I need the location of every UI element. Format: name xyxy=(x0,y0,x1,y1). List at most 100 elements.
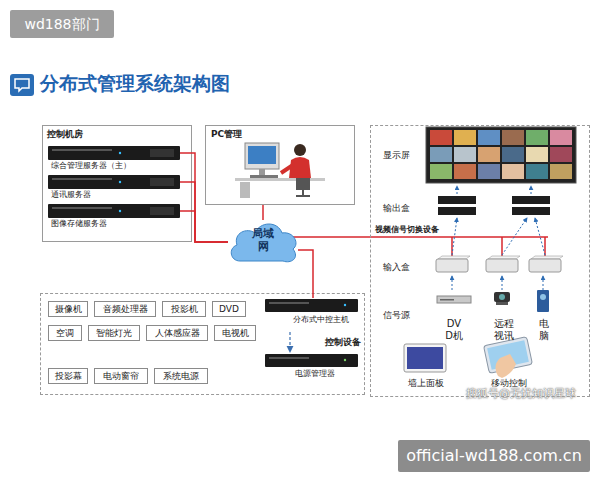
node-label: 投影机 xyxy=(163,302,205,316)
network-connector xyxy=(180,182,228,242)
server-rack xyxy=(52,149,112,151)
mobile-control-icon xyxy=(484,337,533,378)
node-label: 投影幕 xyxy=(49,369,87,383)
signal-source-node: 电 脑 xyxy=(526,288,562,346)
group-box: PC管理 xyxy=(205,125,355,205)
node-label: 人体感应器 xyxy=(147,326,207,340)
display-wall xyxy=(454,164,476,179)
controller-rack xyxy=(265,299,358,312)
signal-arrow xyxy=(531,186,532,194)
node-label: 移动控制 xyxy=(476,378,542,388)
computer-icon xyxy=(537,290,549,312)
pc-operator-illustration xyxy=(240,182,250,198)
pc-operator-illustration xyxy=(296,178,310,190)
title-icon xyxy=(10,74,34,96)
server-rack xyxy=(119,181,121,183)
display-wall xyxy=(478,130,500,145)
video-camera-icon xyxy=(496,302,508,305)
display-wall xyxy=(478,147,500,162)
server-node: 综合管理服务器（主） xyxy=(45,145,180,175)
server-rack xyxy=(119,210,121,212)
diagram-title: 分布式管理系统架构图 xyxy=(40,73,230,95)
node-label: DV D机 xyxy=(443,318,465,341)
node-label: 智能灯光 xyxy=(89,326,139,340)
controller-node: 分布式中控主机 xyxy=(265,298,360,332)
display-wall xyxy=(426,127,576,183)
server-rack xyxy=(150,178,174,186)
signal-arrow xyxy=(457,186,458,194)
controller-rack xyxy=(344,359,346,361)
signal-arrow xyxy=(543,276,544,290)
dvd-player-icon xyxy=(437,296,471,303)
pc-operator-illustration xyxy=(281,165,293,173)
server-rack xyxy=(150,149,174,157)
signal-source-node: 远程 视讯 xyxy=(486,288,522,346)
device-item-box: 音频处理器 xyxy=(94,301,156,317)
display-wall xyxy=(478,164,500,179)
display-wall xyxy=(454,130,476,145)
output-box xyxy=(512,196,550,204)
node-label: 综合管理服务器（主） xyxy=(51,161,131,170)
wall-panel-icon xyxy=(404,344,446,372)
pc-operator-illustration xyxy=(250,175,278,178)
display-wall xyxy=(550,147,572,162)
display-wall xyxy=(526,164,548,179)
device-item-box: 投影机 xyxy=(162,301,206,317)
computer-icon xyxy=(540,294,546,300)
node-label: 输入盒 xyxy=(383,262,410,272)
signal-source-node: DV D机 xyxy=(436,288,472,346)
node-label: 显示屏 xyxy=(383,150,410,160)
server-rack xyxy=(48,175,180,189)
node-label: 控制机房 xyxy=(47,129,83,139)
network-cloud: 局域 网 xyxy=(228,220,298,264)
node-label: 摄像机 xyxy=(49,302,87,316)
display-wall xyxy=(502,147,524,162)
signal-arrow xyxy=(452,218,457,255)
display-wall xyxy=(502,130,524,145)
server-rack xyxy=(119,152,121,154)
device-item-box: DVD xyxy=(212,301,246,317)
node-label: 通讯服务器 xyxy=(51,190,91,199)
network-connector xyxy=(289,332,290,352)
output-box xyxy=(438,207,476,215)
device-item-box: 人体感应器 xyxy=(146,325,208,341)
display-wall xyxy=(430,147,452,162)
server-node: 通讯服务器 xyxy=(45,174,180,204)
input-box xyxy=(486,259,518,272)
display-wall xyxy=(454,147,476,162)
network-connector xyxy=(262,205,264,220)
dashed-panel: 控制设备摄像机音频处理器投影机DVD空调智能灯光人体感应器电视机投影幕电动窗帘系… xyxy=(40,293,365,395)
server-rack xyxy=(150,207,174,215)
signal-arrow xyxy=(535,218,545,255)
dashed-panel: 显示屏输出盒视频信号切换设备输入盒信号源DV D机远程 视讯电 脑墙上面板移动控… xyxy=(370,125,590,397)
group-box: 控制机房综合管理服务器（主）通讯服务器图像存储服务器 xyxy=(42,125,192,242)
wall-panel-icon xyxy=(407,347,443,369)
node-label: 信号源 xyxy=(383,310,410,320)
node-label: 空调 xyxy=(49,326,81,340)
mobile-control-icon xyxy=(495,354,516,378)
node-label: DVD xyxy=(213,302,245,316)
node-label: 电源管理器 xyxy=(295,369,335,378)
wall-panel-icon xyxy=(404,344,446,372)
title-icon xyxy=(10,74,34,96)
display-wall xyxy=(550,164,572,179)
pc-operator-illustration xyxy=(245,143,279,169)
controller-node: 电源管理器 xyxy=(265,352,360,384)
dvd-player-icon xyxy=(437,296,471,303)
device-item-box: 系统电源 xyxy=(154,368,208,384)
display-wall xyxy=(526,147,548,162)
pc-operator-illustration xyxy=(235,178,325,181)
pc-operator-illustration xyxy=(294,144,306,156)
device-item-box: 空调 xyxy=(48,325,82,341)
input-box xyxy=(529,259,561,272)
node-label: 分布式中控主机 xyxy=(293,315,349,324)
controller-rack xyxy=(265,299,358,367)
pc-operator-illustration xyxy=(296,190,310,196)
network-connector xyxy=(180,211,228,242)
display-wall xyxy=(426,127,576,183)
device-item-box: 电动窗帘 xyxy=(94,368,148,384)
